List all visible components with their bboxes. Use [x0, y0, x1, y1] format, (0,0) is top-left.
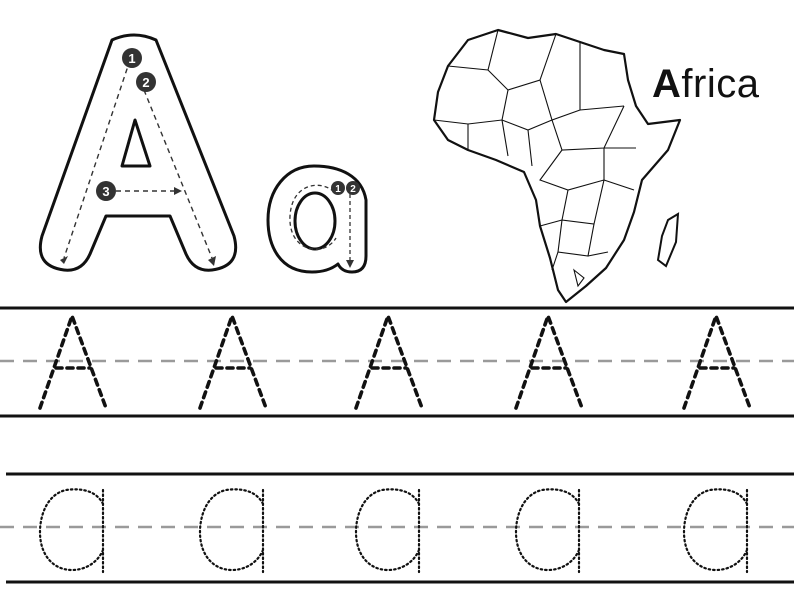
trace-uppercase-a [682, 310, 752, 410]
uppercase-a-counter [120, 118, 152, 168]
arrow-head-2 [208, 256, 216, 266]
arrow-head-3 [174, 187, 182, 195]
trace-uppercase-a [354, 310, 424, 410]
lowercase-stroke-number-2: 2 [346, 181, 360, 195]
trace-uppercase-a [514, 310, 584, 410]
stroke-number-2: 2 [136, 72, 156, 92]
stroke-path-2 [143, 89, 213, 259]
trace-lowercase-a [682, 488, 749, 574]
stroke-number-3: 3 [96, 181, 116, 201]
stroke-number-1: 1 [122, 48, 142, 68]
africa-map [432, 28, 682, 304]
lowercase-stroke-path-1 [289, 184, 337, 250]
lowercase-arrow-head [346, 260, 354, 268]
svg-text:2: 2 [142, 75, 149, 90]
svg-text:2: 2 [350, 184, 356, 195]
svg-text:1: 1 [335, 184, 341, 195]
lowercase-practice-row [0, 472, 794, 584]
uppercase-practice-row [0, 306, 794, 418]
lowercase-a-counter [293, 191, 337, 251]
uppercase-letter-guide: 1 2 3 [38, 33, 238, 272]
africa-outline [432, 28, 682, 304]
svg-text:1: 1 [128, 51, 135, 66]
lowercase-stroke-number-1: 1 [331, 181, 345, 195]
trace-uppercase-a [198, 310, 268, 410]
trace-lowercase-a [354, 488, 421, 574]
trace-lowercase-a [198, 488, 265, 574]
trace-uppercase-a [38, 310, 108, 410]
word-rest: frica [681, 62, 760, 106]
trace-lowercase-a [38, 488, 105, 574]
word-africa: Africa [652, 62, 759, 107]
svg-text:3: 3 [102, 184, 109, 199]
stroke-path-1 [63, 59, 131, 259]
arrow-head-1 [60, 256, 68, 264]
country-borders [433, 29, 636, 288]
word-first-letter: A [652, 62, 682, 106]
madagascar [656, 212, 680, 268]
lowercase-letter-guide: 1 2 [266, 164, 368, 274]
trace-lowercase-a [514, 488, 581, 574]
